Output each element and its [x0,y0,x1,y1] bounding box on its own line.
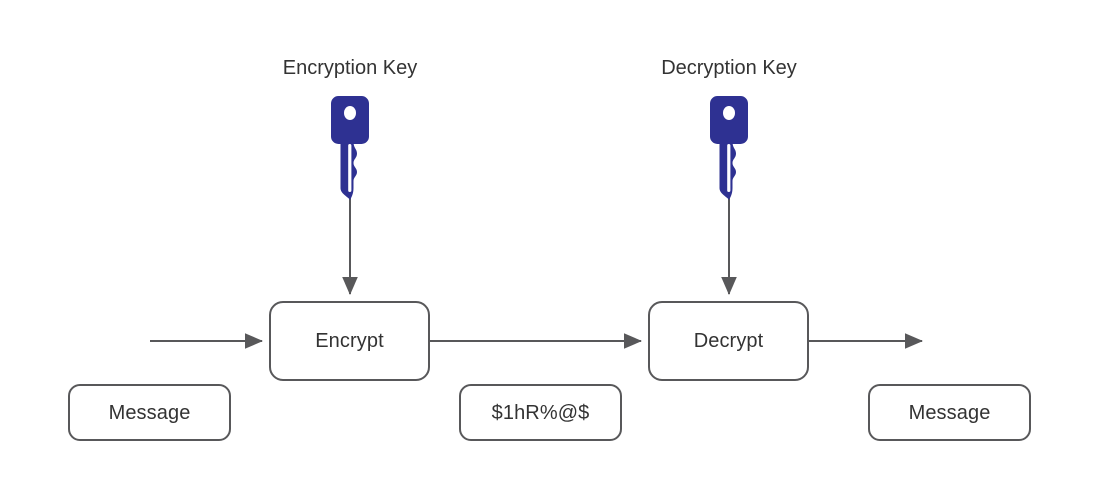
encrypt-node[interactable]: Encrypt [269,301,430,381]
plaintext-output-label: Message [908,401,991,424]
decryption-key-caption-label: Decryption Key [661,57,797,79]
key-hole-icon [344,106,356,120]
plaintext-input-label: Message [108,401,191,424]
ciphertext-node[interactable]: $1hR%@$ [459,384,622,441]
ciphertext-label: $1hR%@$ [491,401,590,424]
encryption-key-caption-label: Encryption Key [282,57,418,79]
key-shaft-slot [348,144,352,192]
key-shaft-slot [727,144,731,192]
plaintext-input-node[interactable]: Message [68,384,231,441]
decrypt-node-label: Decrypt [693,330,764,352]
decryption-key-caption: Decryption Key [379,58,1079,78]
key-hole-icon [723,106,735,120]
encryption-key-caption: Encryption Key [0,58,700,78]
encryption-key-icon [331,96,369,200]
plaintext-output-node[interactable]: Message [868,384,1031,441]
decrypt-node[interactable]: Decrypt [648,301,809,381]
decryption-key-icon [710,96,748,200]
encrypt-node-label: Encrypt [315,330,384,352]
